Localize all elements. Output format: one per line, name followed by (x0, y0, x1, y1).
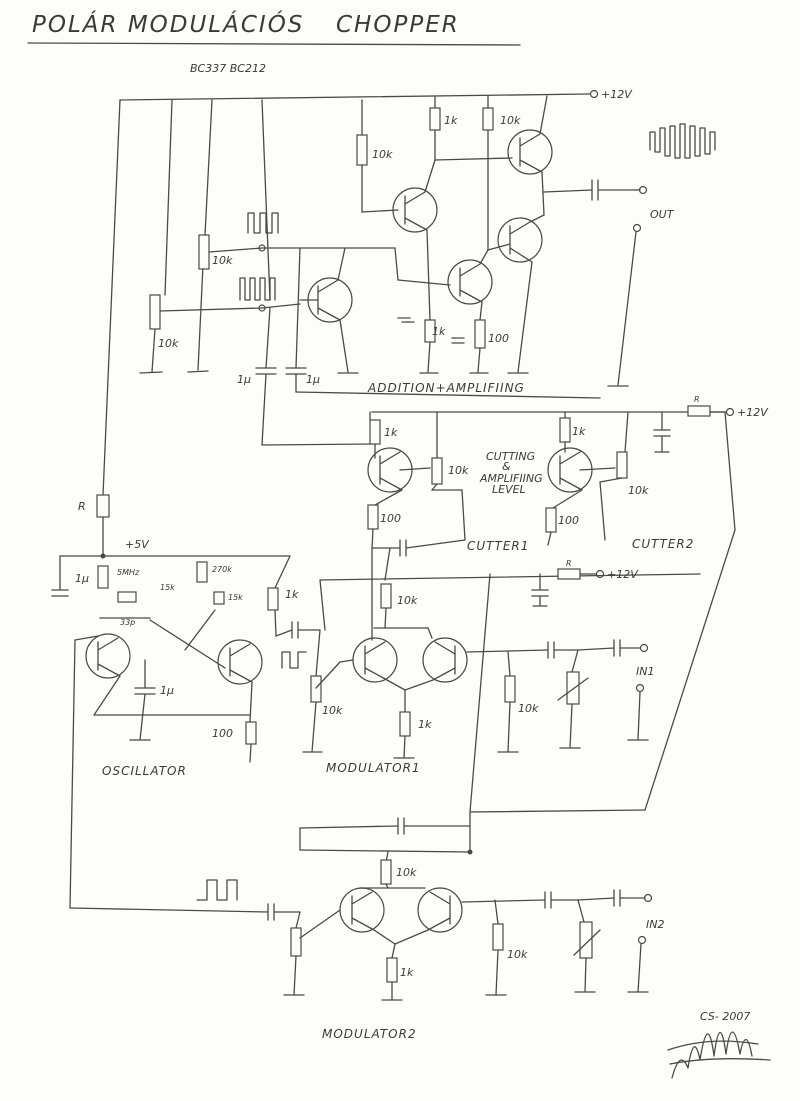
res-R-mod: R (566, 559, 572, 568)
cap-33p: 33p (120, 618, 135, 627)
res-100-emitter: 100 (488, 332, 509, 345)
res-15k-a: 15k (160, 583, 175, 592)
res-1k-rail: 1k (444, 114, 458, 127)
cutting-level-1: CUTTING (486, 450, 535, 463)
cap-1u-b: 1µ (306, 373, 320, 386)
pot-10k-b: 10k (158, 337, 179, 350)
in2-label: IN2 (646, 918, 664, 931)
res-15k-b: 15k (228, 593, 243, 602)
res-10k-mod2: 10k (396, 866, 417, 879)
res-1k-cutter1: 1k (384, 426, 398, 439)
res-R-cutter: R (694, 395, 700, 404)
pot-10k-a: 10k (212, 254, 233, 267)
title-right: CHOPPER (336, 12, 460, 38)
label-cutter1: CUTTER1 (467, 539, 529, 553)
crystal-5mhz: 5MHz (117, 568, 140, 577)
title-block: POLÁR MODULÁCIÓS CHOPPER BC337 BC212 (27, 10, 521, 75)
modulator2-section: 10k 1k 10k (196, 811, 664, 1041)
oscillator-section: R +5V 1µ 5MHz 15k 270k 15k 1k 33p (51, 494, 321, 913)
signature-stamp: CS- 2007 (667, 1010, 771, 1079)
label-oscillator: OSCILLATOR (102, 764, 187, 778)
res-1k-osc: 1k (285, 588, 299, 601)
title-left: POLÁR MODULÁCIÓS (32, 10, 304, 38)
res-1k-emitter: 1k (432, 325, 446, 338)
stamp-text: CS- 2007 (700, 1010, 750, 1023)
addition-amplifier-section: 10k 10k 1µ 1µ 10k (102, 95, 716, 496)
cutting-level-3: AMPLIFIING (479, 472, 543, 485)
res-100-osc: 100 (212, 727, 233, 740)
res-R-osc: R (78, 500, 86, 513)
cutting-level-2: & (502, 460, 511, 473)
cutting-level-4: LEVEL (492, 483, 526, 496)
transistor-types: BC337 BC212 (190, 62, 266, 75)
res-10k-mod1: 10k (397, 594, 418, 607)
cap-1u-osc2: 1µ (160, 684, 174, 697)
res-1k-cutter2: 1k (572, 425, 586, 438)
res-10k-rail: 10k (500, 114, 521, 127)
label-addition-amplifiing: ADDITION+AMPLIFIING (367, 381, 525, 395)
res-1k-mod2: 1k (400, 966, 414, 979)
res-1k-mod1: 1k (418, 718, 432, 731)
pot-10k-cutter2: 10k (628, 484, 649, 497)
modulator1-section: 10k 10k 1k 10k (281, 547, 701, 813)
in1-label: IN1 (636, 665, 654, 678)
res-270k: 270k (212, 565, 232, 574)
label-cutter2: CUTTER2 (632, 537, 694, 551)
top-supply-rail: +12V (119, 88, 633, 101)
res-100-cutter1: 100 (380, 512, 401, 525)
cutter-section: 1k 100 10k CUTTER1 1k (261, 395, 769, 813)
label-modulator1: MODULATOR1 (326, 761, 421, 775)
res-100-cutter2: 100 (558, 514, 579, 527)
pot-10k-mod2: 10k (507, 948, 528, 961)
cap-1u-osc: 1µ (75, 572, 89, 585)
label-modulator2: MODULATOR2 (322, 1027, 417, 1041)
out-label: OUT (650, 208, 675, 221)
supply-12v-mod: +12V (607, 568, 639, 581)
supply-5v: +5V (125, 538, 150, 551)
supply-12v-top: +12V (601, 88, 633, 101)
pot-10k-mod1: 10k (322, 704, 343, 717)
pot-10k-mod1b: 10k (518, 702, 539, 715)
supply-12v-cutter: +12V (737, 406, 769, 419)
res-10k-top: 10k (372, 148, 393, 161)
pot-10k-cutter1: 10k (448, 464, 469, 477)
cap-1u-a: 1µ (237, 373, 251, 386)
